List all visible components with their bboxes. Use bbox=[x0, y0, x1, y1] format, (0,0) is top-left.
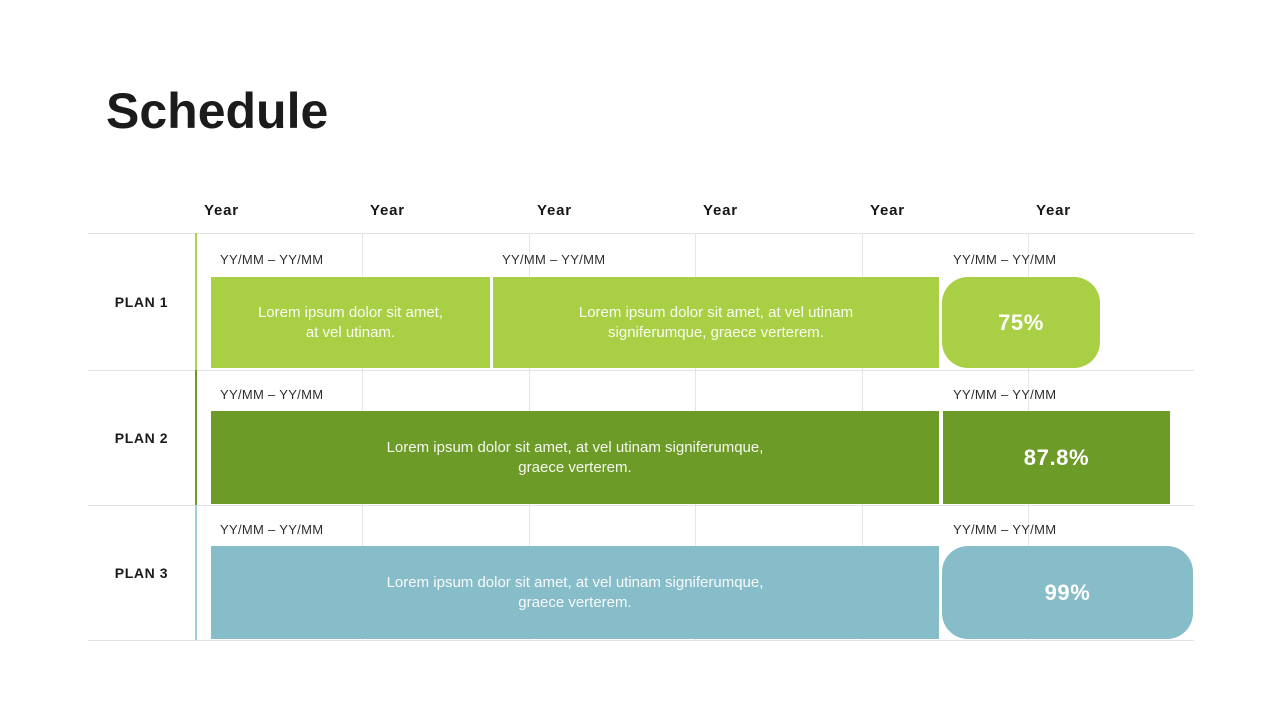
year-header-3: Year bbox=[537, 202, 572, 219]
year-header-6: Year bbox=[1036, 202, 1071, 219]
year-header-4: Year bbox=[703, 202, 738, 219]
plan1-bar-1: Lorem ipsum dolor sit amet, at vel utina… bbox=[211, 277, 490, 368]
grid-hline-row2 bbox=[88, 505, 1194, 506]
plan3-label: PLAN 3 bbox=[114, 564, 169, 581]
plan2-label: PLAN 2 bbox=[114, 429, 169, 446]
year-header-1: Year bbox=[204, 202, 239, 219]
row1-accent-line bbox=[195, 233, 197, 370]
plan3-date-2: YY/MM – YY/MM bbox=[953, 522, 1057, 537]
plan1-percent-chip: 75% bbox=[942, 277, 1100, 368]
grid-hline-header bbox=[88, 233, 1194, 234]
plan1-date-3: YY/MM – YY/MM bbox=[953, 252, 1057, 267]
plan1-bar-1-text: Lorem ipsum dolor sit amet, at vel utina… bbox=[257, 303, 444, 341]
grid-hline-bottom bbox=[88, 640, 1194, 641]
slide-title: Schedule bbox=[106, 83, 329, 139]
plan1-bar-2-text: Lorem ipsum dolor sit amet, at vel utina… bbox=[578, 303, 854, 341]
plan2-date-2: YY/MM – YY/MM bbox=[953, 387, 1057, 402]
plan1-bar-2: Lorem ipsum dolor sit amet, at vel utina… bbox=[493, 277, 939, 368]
plan1-label: PLAN 1 bbox=[114, 293, 169, 310]
plan3-percent-chip: 99% bbox=[942, 546, 1193, 639]
plan2-bar-text: Lorem ipsum dolor sit amet, at vel utina… bbox=[386, 438, 764, 476]
year-header-5: Year bbox=[870, 202, 905, 219]
plan3-bar: Lorem ipsum dolor sit amet, at vel utina… bbox=[211, 546, 939, 639]
plan3-bar-text: Lorem ipsum dolor sit amet, at vel utina… bbox=[386, 573, 764, 611]
plan2-percent-chip: 87.8% bbox=[943, 411, 1170, 504]
plan3-date-1: YY/MM – YY/MM bbox=[220, 522, 324, 537]
plan2-bar: Lorem ipsum dolor sit amet, at vel utina… bbox=[211, 411, 939, 504]
year-header-2: Year bbox=[370, 202, 405, 219]
row2-accent-line bbox=[195, 370, 197, 505]
grid-hline-row1 bbox=[88, 370, 1194, 371]
plan2-date-1: YY/MM – YY/MM bbox=[220, 387, 324, 402]
plan1-date-1: YY/MM – YY/MM bbox=[220, 252, 324, 267]
plan1-date-2: YY/MM – YY/MM bbox=[502, 252, 606, 267]
row3-accent-line bbox=[195, 505, 197, 640]
